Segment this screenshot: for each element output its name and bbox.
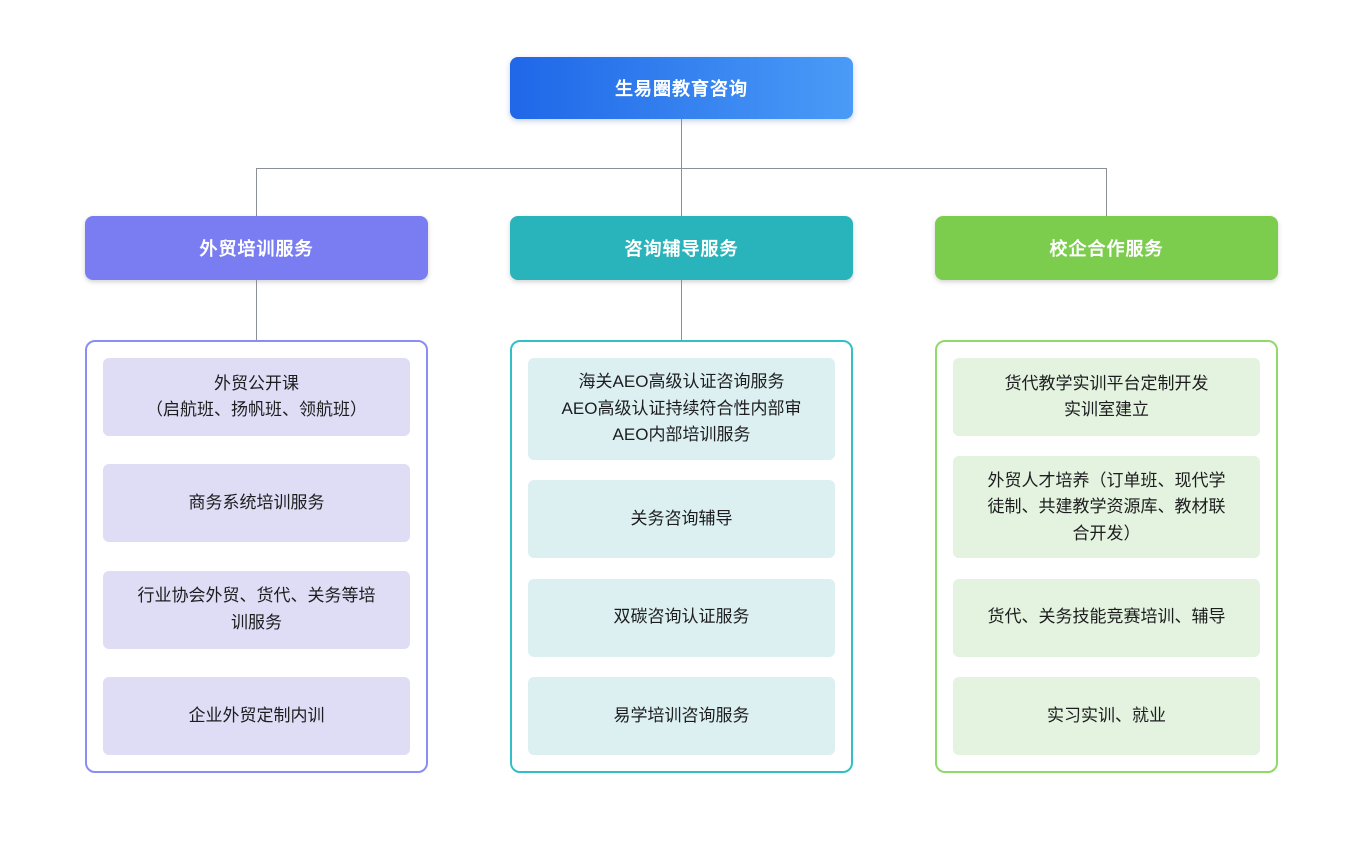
branch-consulting-coaching: 咨询辅导服务 海关AEO高级认证咨询服务 AEO高级认证持续符合性内部审 AEO… — [510, 216, 853, 773]
branch-group-consulting-coaching: 海关AEO高级认证咨询服务 AEO高级认证持续符合性内部审 AEO内部培训服务 … — [510, 340, 853, 773]
service-item: 关务咨询辅导 — [528, 480, 835, 559]
service-item: 外贸公开课 （启航班、扬帆班、领航班） — [103, 358, 410, 436]
service-item: 货代教学实训平台定制开发 实训室建立 — [953, 358, 1260, 436]
connector-header-to-group-0 — [256, 280, 257, 340]
branch-school-enterprise-cooperation: 校企合作服务 货代教学实训平台定制开发 实训室建立 外贸人才培养（订单班、现代学… — [935, 216, 1278, 773]
service-item-label: 行业协会外贸、货代、关务等培 训服务 — [137, 586, 376, 632]
branch-spacer — [1106, 280, 1107, 340]
root-node-label: 生易圈教育咨询 — [615, 79, 748, 99]
branch-header-foreign-trade-training: 外贸培训服务 — [85, 216, 428, 280]
service-item-label: 海关AEO高级认证咨询服务 AEO高级认证持续符合性内部审 AEO内部培训服务 — [561, 372, 802, 445]
service-item: 商务系统培训服务 — [103, 464, 410, 543]
connector-root-down — [681, 119, 682, 168]
service-item-label: 关务咨询辅导 — [630, 509, 733, 529]
service-item: 货代、关务技能竞赛培训、辅导 — [953, 578, 1260, 657]
service-item: 双碳咨询认证服务 — [528, 578, 835, 657]
branch-header-consulting-coaching: 咨询辅导服务 — [510, 216, 853, 280]
connector-middle-branch — [681, 168, 682, 216]
connector-left-branch — [256, 168, 257, 216]
service-item: 易学培训咨询服务 — [528, 676, 835, 755]
service-item: 企业外贸定制内训 — [103, 676, 410, 755]
service-item-label: 实习实训、就业 — [1047, 705, 1166, 725]
service-item-label: 货代教学实训平台定制开发 实训室建立 — [1004, 373, 1209, 419]
service-item: 实习实训、就业 — [953, 676, 1260, 755]
branch-group-foreign-trade-training: 外贸公开课 （启航班、扬帆班、领航班） 商务系统培训服务 行业协会外贸、货代、关… — [85, 340, 428, 773]
service-item-label: 货代、关务技能竞赛培训、辅导 — [987, 607, 1226, 627]
connector-header-to-group-1 — [681, 280, 682, 340]
connector-right-branch — [1106, 168, 1107, 216]
service-item: 海关AEO高级认证咨询服务 AEO高级认证持续符合性内部审 AEO内部培训服务 — [528, 358, 835, 460]
branch-header-school-enterprise-cooperation: 校企合作服务 — [935, 216, 1278, 280]
service-item-label: 双碳咨询认证服务 — [613, 607, 750, 627]
service-item-label: 外贸公开课 （启航班、扬帆班、领航班） — [146, 373, 367, 419]
root-node: 生易圈教育咨询 — [510, 57, 853, 119]
service-item-label: 企业外贸定制内训 — [188, 705, 325, 725]
branch-group-school-enterprise-cooperation: 货代教学实训平台定制开发 实训室建立 外贸人才培养（订单班、现代学 徒制、共建教… — [935, 340, 1278, 773]
service-item: 行业协会外贸、货代、关务等培 训服务 — [103, 570, 410, 649]
service-item-label: 易学培训咨询服务 — [613, 705, 750, 725]
service-item-label: 商务系统培训服务 — [188, 493, 325, 513]
service-item: 外贸人才培养（订单班、现代学 徒制、共建教学资源库、教材联 合开发） — [953, 456, 1260, 559]
branch-foreign-trade-training: 外贸培训服务 外贸公开课 （启航班、扬帆班、领航班） 商务系统培训服务 行业协会… — [85, 216, 428, 773]
service-item-label: 外贸人才培养（订单班、现代学 徒制、共建教学资源库、教材联 合开发） — [987, 470, 1226, 543]
